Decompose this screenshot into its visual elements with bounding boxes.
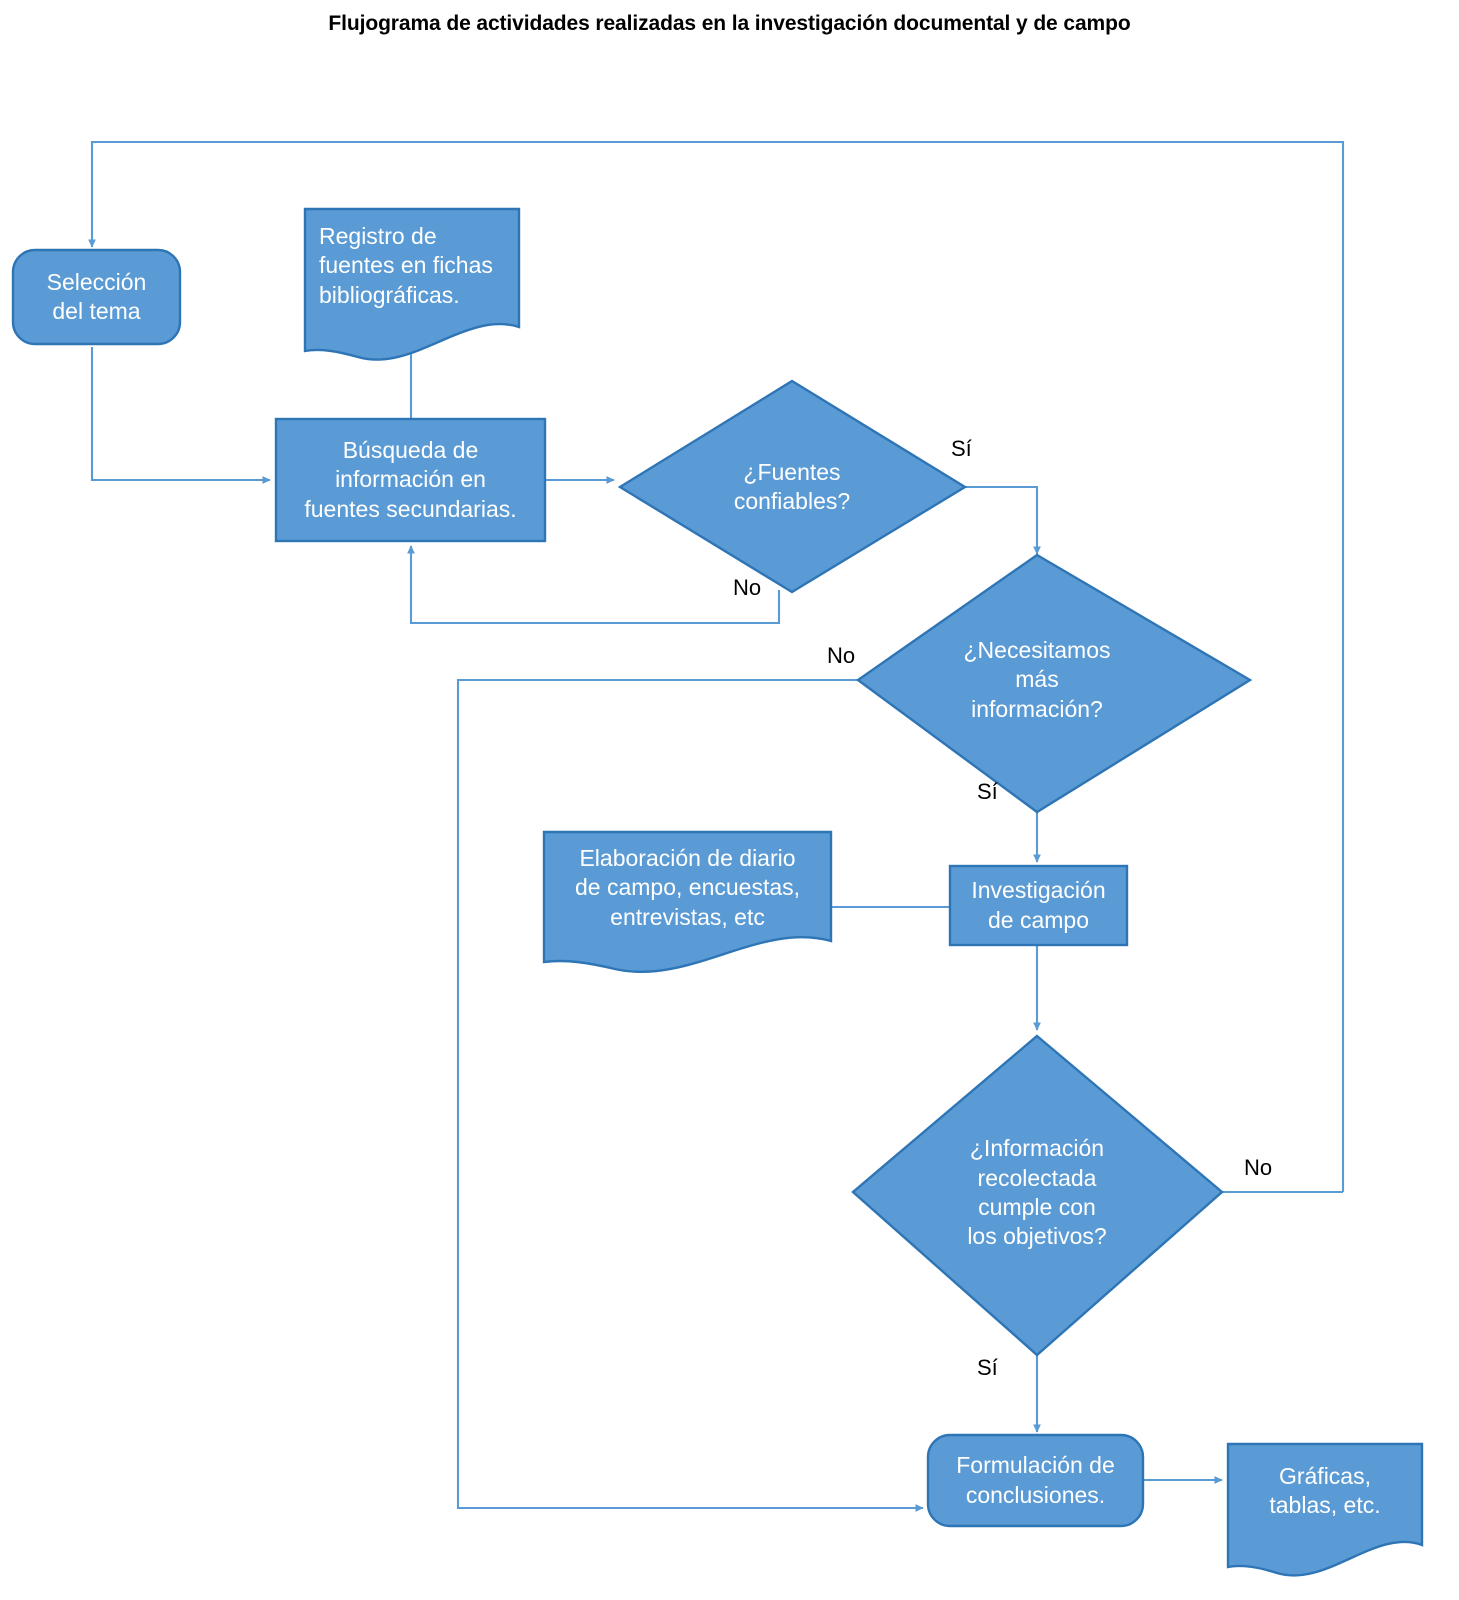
connector-return-to-seleccion: [88, 140, 1345, 1192]
edge-label-necesitamos-si: Sí: [977, 779, 998, 804]
edge-label-objetivos-no: No: [1244, 1155, 1273, 1180]
node-registro-de-fuentes[interactable]: [303, 207, 521, 361]
page-title: Flujograma de actividades realizadas en …: [328, 12, 1131, 35]
node-formulacion-de-conclusiones[interactable]: [926, 1433, 1145, 1528]
node-graficas-tablas[interactable]: [1226, 1442, 1424, 1577]
node-seleccion-del-tema[interactable]: [11, 248, 182, 346]
node-necesitamos-mas-informacion[interactable]: [855, 553, 1253, 814]
edge-label-objetivos-si: Sí: [977, 1355, 998, 1380]
connector-fuentes-si-to-necesitamos: [965, 485, 1041, 555]
connector-fuentes-no-to-busqueda: [407, 545, 781, 625]
connector-seleccion-to-busqueda: [90, 347, 271, 484]
edge-label-fuentes-no: No: [733, 575, 762, 600]
connector-necesitamos-no-to-conclusiones: [456, 678, 924, 1512]
node-investigacion-de-campo[interactable]: [948, 864, 1129, 947]
node-fuentes-confiables[interactable]: [617, 379, 968, 594]
node-elaboracion-de-diario[interactable]: [542, 830, 833, 974]
node-busqueda-de-informacion[interactable]: [274, 417, 547, 543]
edge-label-fuentes-si: Sí: [951, 436, 972, 461]
edge-label-necesitamos-no: No: [827, 643, 856, 668]
node-informacion-cumple-objetivos[interactable]: [851, 1034, 1224, 1357]
